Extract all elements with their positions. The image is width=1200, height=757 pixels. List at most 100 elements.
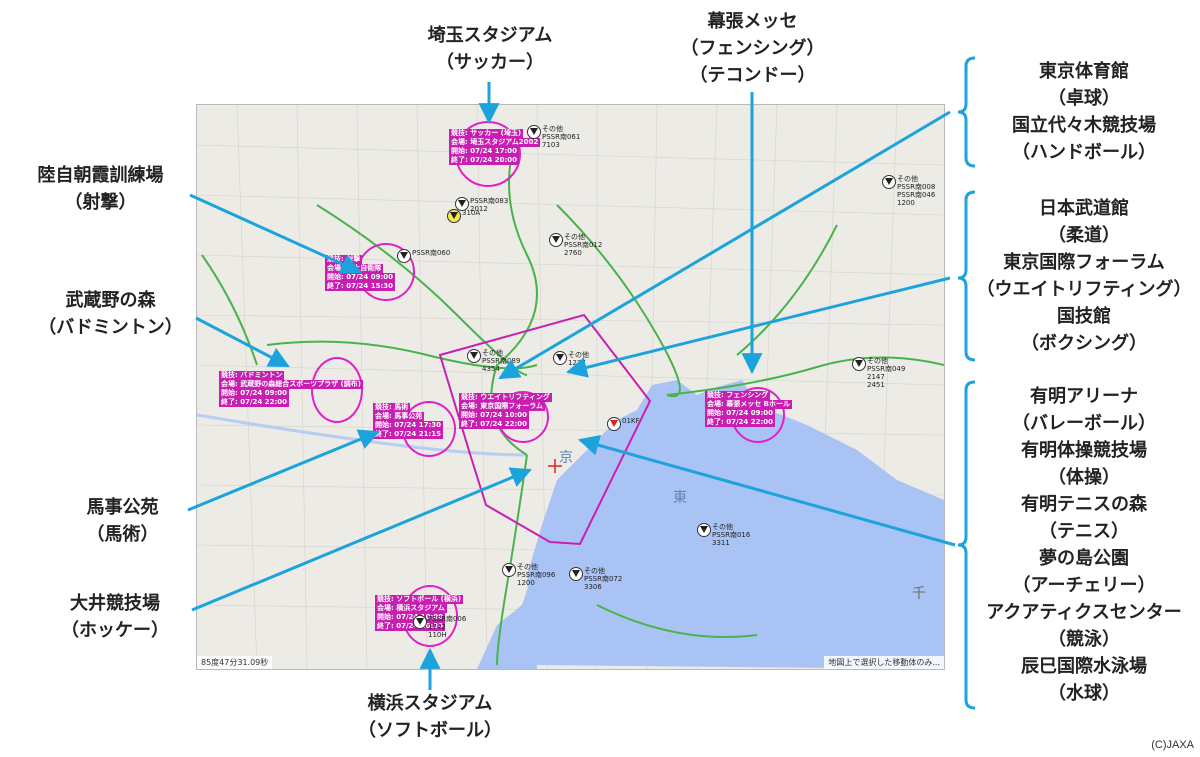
bracket-right-mid	[957, 190, 976, 362]
venue-tag[interactable]: 競技: バドミントン 会場: 武蔵野の森総合スポーツプラザ (調布) 開始: 0…	[219, 371, 363, 407]
aircraft-label: 3311	[712, 539, 730, 547]
water-label: 東	[673, 490, 687, 506]
aircraft-label: その他	[482, 349, 503, 357]
aircraft-label: PSSR南096	[517, 571, 556, 579]
venue-tag[interactable]: 競技: ウエイトリフティング 会場: 東京国際フォーラム 開始: 07/24 1…	[459, 393, 552, 429]
aircraft-icon	[502, 563, 516, 577]
aircraft-label: 2012	[470, 205, 488, 213]
aircraft-label: PSSR南006	[428, 615, 467, 623]
aircraft-label: その他	[897, 175, 918, 183]
aircraft-label: 1200	[517, 579, 535, 587]
aircraft-label: その他	[867, 357, 888, 365]
bracket-right-bottom	[957, 380, 976, 710]
aircraft-marker[interactable]: 01KF	[607, 417, 640, 431]
aircraft-icon	[549, 233, 563, 247]
aircraft-label: PSSR南012	[564, 241, 603, 249]
aircraft-label: PSSR南060	[412, 249, 451, 257]
aircraft-label: PSSR南016	[712, 531, 751, 539]
venue-tag[interactable]: 競技: フェンシング 会場: 幕張メッセ Bホール 開始: 07/24 09:0…	[705, 391, 793, 427]
aircraft-label: その他	[568, 351, 589, 359]
venue-tag[interactable]: 競技: 馬術 会場: 馬事公苑 開始: 07/24 17:30 終了: 07/2…	[373, 403, 443, 439]
connector-bajikoen	[187, 429, 380, 512]
aircraft-label: PSSR南089	[482, 357, 521, 365]
aircraft-label: 1742	[428, 623, 446, 631]
water-label: 京	[559, 450, 573, 466]
label-asaka: 陸自朝霞訓練場 （射撃）	[37, 165, 164, 213]
aircraft-label: 2147	[867, 373, 885, 381]
aircraft-icon	[882, 175, 896, 189]
aircraft-label: 3306	[584, 583, 602, 591]
tokyo-bay	[527, 380, 944, 669]
connector-musashino	[195, 316, 290, 368]
connector-right-mid	[565, 276, 951, 378]
aircraft-label: PSSR南008	[897, 183, 936, 191]
restricted-zone	[438, 313, 652, 546]
label-makuhari: 幕張メッセ （フェンシング） （テコンドー）	[680, 11, 825, 86]
venue-tag[interactable]: 競技: ソフトボール (横浜) 会場: 横浜スタジアム 開始: 07/24 10…	[375, 595, 464, 631]
aircraft-label: 1237	[568, 359, 586, 367]
aircraft-label: その他	[712, 523, 733, 531]
aircraft-icon	[413, 615, 427, 629]
label-right-mid: 日本武道館 （柔道） 東京国際フォーラム （ウエイトリフティング） 国技館 （ボ…	[976, 198, 1192, 354]
aircraft-label: 4354	[482, 365, 500, 373]
label-yokohama: 横浜スタジアム （ソフトボール）	[358, 693, 502, 741]
aircraft-icon	[447, 209, 461, 223]
aircraft-label: 310A	[462, 209, 481, 217]
aircraft-label: その他	[542, 125, 563, 133]
map-panel[interactable]: 東 京 千 競技: サッカー (埼玉) 会場: 埼玉スタジアム2002 開始: …	[196, 104, 945, 670]
bracket-right-top	[957, 56, 976, 168]
connector-oi	[191, 467, 532, 612]
aircraft-icon	[467, 349, 481, 363]
map-note: 地図上で選択した移動体のみ...	[824, 656, 944, 669]
aircraft-label: PSSR南083	[470, 197, 509, 205]
center-marker	[548, 459, 562, 473]
aircraft-label: 110H	[428, 631, 447, 639]
aircraft-icon	[569, 567, 583, 581]
connector-right-bottom	[577, 434, 956, 547]
aircraft-label: PSSR南046	[897, 191, 936, 199]
label-oi: 大井競技場 （ホッケー）	[61, 593, 169, 641]
label-right-bottom: 有明アリーナ （バレーボール） 有明体操競技場 （体操） 有明テニスの森 （テニ…	[986, 386, 1182, 704]
connector-asaka	[189, 193, 362, 274]
aircraft-label: PSSR南072	[584, 575, 623, 583]
aircraft-label: PSSR南049	[867, 365, 906, 373]
aircraft-icon	[697, 523, 711, 537]
aircraft-label: 01KF	[622, 417, 640, 425]
venue-ring-musashino[interactable]	[311, 357, 363, 423]
scale-readout: 85度47分31.09秒	[197, 656, 273, 669]
aircraft-label: その他	[517, 563, 538, 571]
aircraft-label: PSSR南061	[542, 133, 581, 141]
credit: (C)JAXA	[1151, 739, 1194, 751]
aircraft-icon	[455, 197, 469, 211]
aircraft-label: 2760	[564, 249, 582, 257]
aircraft-label: 2451	[867, 381, 885, 389]
label-right-top: 東京体育館 （卓球） 国立代々木競技場 （ハンドボール）	[1012, 61, 1156, 163]
aircraft-label: 7103	[542, 141, 560, 149]
label-saitama: 埼玉スタジアム （サッカー）	[427, 25, 553, 73]
aircraft-icon	[852, 357, 866, 371]
water-label: 千	[912, 586, 926, 602]
aircraft-icon	[553, 351, 567, 365]
aircraft-icon	[397, 249, 411, 263]
aircraft-marker[interactable]: 310A	[447, 209, 480, 223]
connector-right-top	[498, 110, 951, 380]
label-bajikoen: 馬事公苑 （馬術）	[86, 497, 159, 545]
aircraft-label: その他	[584, 567, 605, 575]
aircraft-label: その他	[564, 233, 585, 241]
aircraft-icon	[607, 417, 621, 431]
venue-tag[interactable]: 競技: サッカー (埼玉) 会場: 埼玉スタジアム2002 開始: 07/24 …	[449, 129, 541, 165]
label-musashino: 武蔵野の森 （バドミントン）	[38, 290, 183, 338]
aircraft-marker[interactable]: PSSR南060	[397, 249, 450, 263]
